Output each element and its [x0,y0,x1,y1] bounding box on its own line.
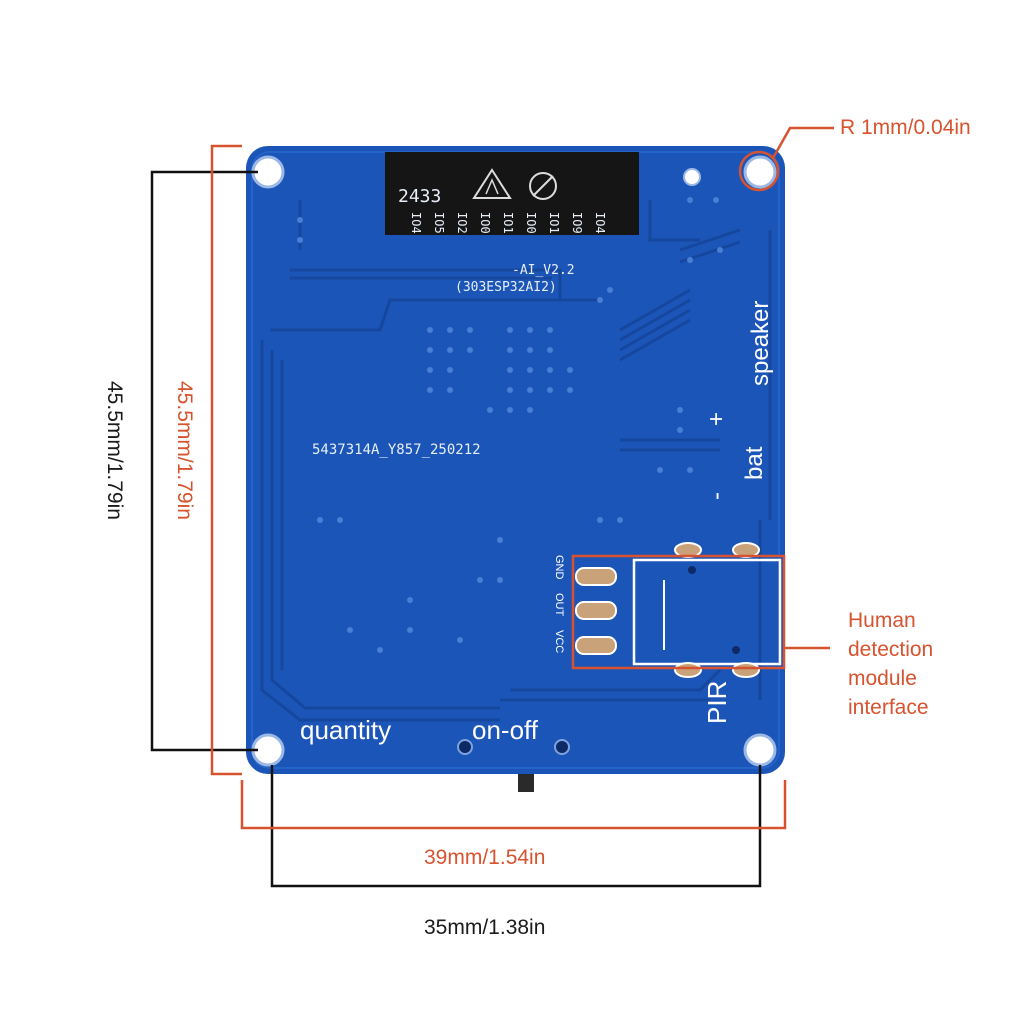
hole-width-label: 35mm/1.38in [424,916,545,939]
callout-line-1: Human [848,609,916,632]
onoff-label: on-off [472,715,539,745]
pir-label: PIR [702,681,732,724]
header-pin-label: IO0 [524,212,538,234]
minus-label: - [703,492,730,500]
black-dimension-lines [150,170,762,888]
pin-gnd-label: GND [553,555,565,580]
header-module: 2433 IO4 IO5 IO2 IO0 IO1 IO0 IO1 IO9 IO4 [385,152,639,235]
radius-label: R 1mm/0.04in [840,116,971,139]
pir-footprint [632,542,782,678]
callout-line-3: module [848,667,917,690]
header-pin-label: IO4 [593,212,607,234]
pcb-traces [260,200,772,722]
board-serial: 5437314A_Y857_250212 [312,442,481,458]
header-pin-labels: IO4 IO5 IO2 IO0 IO1 IO0 IO1 IO9 IO4 [409,212,607,234]
esd-warning-icon [472,168,512,199]
radius-callout-circle [738,150,780,192]
header-pin-label: IO1 [547,212,561,234]
hole-height-label: 45.5mm/1.79in [103,381,126,520]
no-touch-icon [529,172,557,200]
header-pin-label: IO1 [501,212,515,234]
header-pin-label: IO4 [409,212,423,234]
bat-label: bat [741,446,768,480]
pin-vcc-label: VCC [553,630,565,653]
board-model: (303ESP32AI2) [455,280,557,295]
via-grid [297,197,723,653]
pir-callout-box [571,554,786,670]
pcb-board: 2433 IO4 IO5 IO2 IO0 IO1 IO0 IO1 IO9 IO4 -AI_V2.… [246,146,785,792]
onoff-button-hole [554,739,570,755]
callout-line-4: interface [848,696,929,719]
mounting-hole-top-right [743,155,777,189]
board-version: -AI_V2.2 [512,263,575,278]
header-pin-label: IO2 [455,212,469,234]
quantity-button-hole [457,739,473,755]
quantity-label: quantity [300,715,391,745]
pin-out-label: OUT [553,593,565,617]
header-pin-label: IO5 [432,212,446,234]
small-hole [683,168,701,186]
switch-lever [518,774,534,792]
callout-line-2: detection [848,638,933,661]
accent-dimension-lines [210,126,834,830]
mounting-hole-bottom-right [743,733,777,767]
header-code: 2433 [398,186,441,207]
outer-height-label: 45.5mm/1.79in [173,381,196,520]
outer-width-label: 39mm/1.54in [424,846,545,869]
plus-label: + [703,412,730,426]
speaker-label: speaker [747,301,774,386]
mounting-holes [251,155,777,767]
header-pin-label: IO9 [570,212,584,234]
header-pin-label: IO0 [478,212,492,234]
pir-callout-label: Human detection module interface [848,609,933,719]
pir-pads [575,567,617,655]
